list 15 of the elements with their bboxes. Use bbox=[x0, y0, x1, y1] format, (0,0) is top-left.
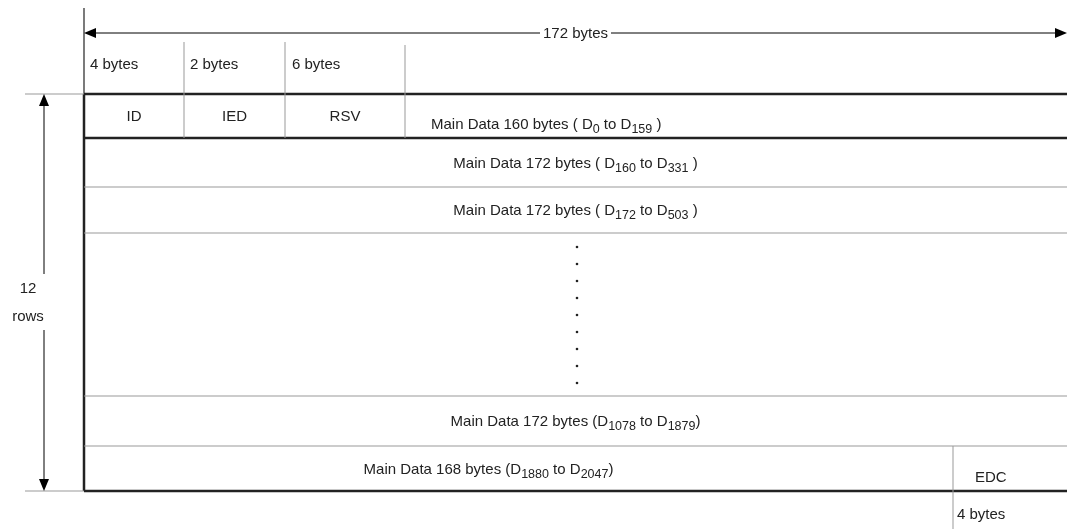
field-label: ID bbox=[84, 107, 184, 125]
field-label: Main Data 160 bytes ( D$_{0}$ to D$_{159}$ ) bbox=[431, 115, 662, 138]
size-label: 6 bytes bbox=[292, 55, 341, 73]
field-label: Main Data 172 bytes (D$_{1078}$ to D$_{1879}$) bbox=[335, 412, 816, 435]
field-label: Main Data 168 bytes (D$_{1880}$ to D$_{2047}$) bbox=[248, 459, 729, 483]
size-label: 4 bytes bbox=[90, 55, 139, 73]
field-label: EDC bbox=[975, 467, 1007, 486]
field-label: RSV bbox=[285, 107, 405, 125]
size-label: 4 bytes bbox=[957, 505, 1006, 523]
field-label: Main Data 172 bytes ( D$_{172}$ to D$_{503}$ ) bbox=[335, 201, 816, 224]
dimension-label: 12 rows bbox=[10, 274, 46, 330]
field-label: IED bbox=[184, 107, 285, 125]
field-label: Main Data 172 bytes ( D$_{160}$ to D$_{331}$ ) bbox=[335, 153, 816, 177]
size-label: 2 bytes bbox=[190, 55, 239, 73]
dimension-label: 172 bytes bbox=[540, 24, 612, 42]
